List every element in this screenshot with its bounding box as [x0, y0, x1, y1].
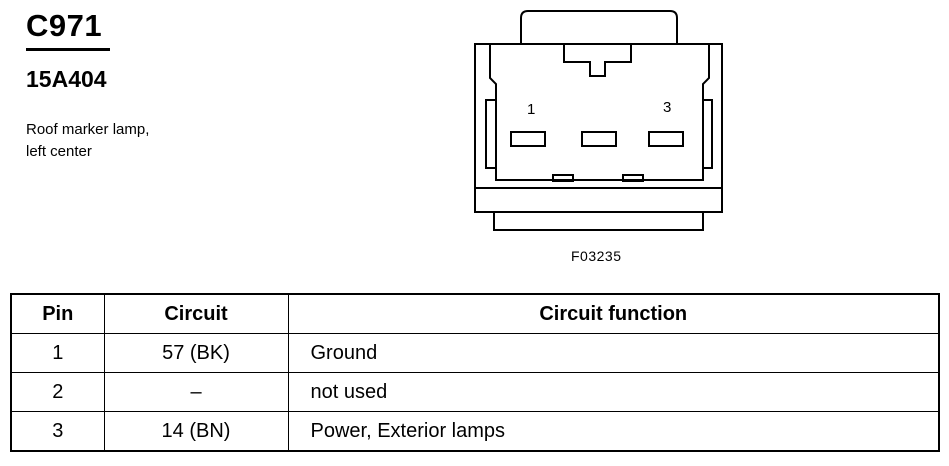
pin-terminal-2	[581, 131, 617, 147]
pin-cell: 3	[10, 411, 105, 452]
connector-bottom-tab-left	[552, 174, 574, 182]
part-number: 15A404	[26, 66, 107, 92]
function-cell: Power, Exterior lamps	[287, 411, 940, 452]
column-header-circuit: Circuit	[103, 293, 289, 334]
pin-label-3: 3	[663, 99, 671, 116]
pin-cell: 1	[10, 333, 105, 373]
connector-housing	[474, 43, 723, 213]
connector-id: C971	[26, 8, 103, 43]
connector-side-rib-left	[485, 99, 496, 169]
connector-id-underline	[26, 48, 110, 51]
table-row: 1 57 (BK) Ground	[10, 333, 940, 373]
connector-lower-flange	[493, 211, 704, 231]
connector-side-rib-right	[703, 99, 713, 169]
pin-terminal-3	[648, 131, 684, 147]
connector-face-diagram: 1 3	[474, 10, 723, 231]
circuit-cell: 57 (BK)	[103, 333, 289, 373]
table-header-row: Pin Circuit Circuit function	[10, 293, 940, 334]
pin-terminal-1	[510, 131, 546, 147]
pinout-table: Pin Circuit Circuit function 1 57 (BK) G…	[10, 293, 940, 452]
connector-description: Roof marker lamp, left center	[26, 119, 149, 163]
table-row: 3 14 (BN) Power, Exterior lamps	[10, 411, 940, 452]
circuit-cell: 14 (BN)	[103, 411, 289, 452]
pin-label-1: 1	[527, 101, 535, 118]
column-header-circuit-function: Circuit function	[287, 293, 940, 334]
circuit-cell: –	[103, 372, 289, 412]
function-cell: not used	[287, 372, 940, 412]
connector-inner-cavity	[489, 44, 710, 181]
connector-latch	[520, 10, 678, 44]
connector-bottom-tab-right	[622, 174, 644, 182]
connector-key	[563, 44, 632, 77]
figure-id: F03235	[571, 248, 622, 264]
pin-cell: 2	[10, 372, 105, 412]
function-cell: Ground	[287, 333, 940, 373]
column-header-pin: Pin	[10, 293, 105, 334]
table-row: 2 – not used	[10, 372, 940, 412]
description-line-2: left center	[26, 143, 92, 160]
description-line-1: Roof marker lamp,	[26, 121, 150, 138]
